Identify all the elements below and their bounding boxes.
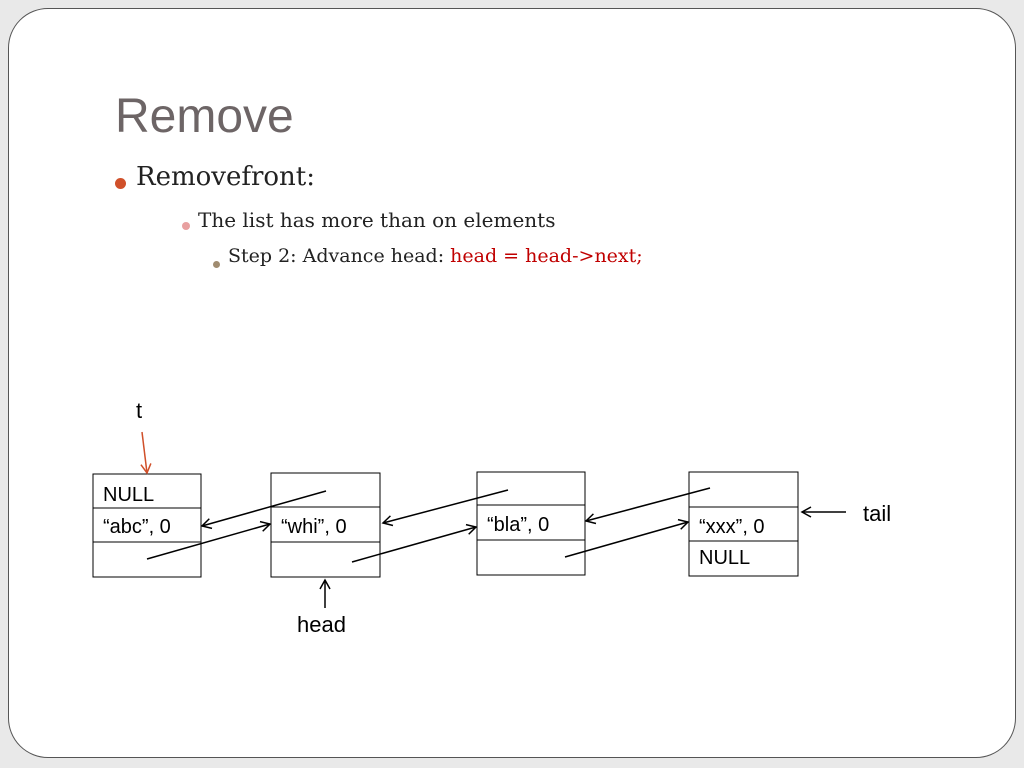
bullet-dot-level2: [182, 222, 190, 230]
list-node-3: “bla”, 0: [476, 471, 586, 576]
slide-title: Remove: [115, 90, 294, 143]
prev-arrow-3-to-2: [381, 489, 509, 527]
step-text: Step 2: Advance head:: [228, 245, 451, 267]
pointer-tail-label: tail: [863, 501, 891, 526]
node-1-prev: NULL: [103, 484, 154, 506]
node-3-data: “bla”, 0: [487, 514, 549, 536]
bullet-level1: Removefront:: [136, 162, 316, 192]
node-4-data: “xxx”, 0: [699, 516, 765, 538]
pointer-t-arrow: [140, 431, 152, 475]
prev-arrow-4-to-3: [584, 487, 711, 525]
slide: Remove: [8, 8, 1016, 758]
code-snippet: head = head->next;: [450, 245, 643, 267]
prev-arrow-2-to-1: [200, 490, 327, 530]
node-4-next: NULL: [699, 547, 750, 569]
bullet-dot-level1: [115, 178, 126, 189]
pointer-t-label: t: [136, 398, 142, 423]
list-node-1: NULL “abc”, 0: [92, 473, 202, 578]
list-node-4: “xxx”, 0 NULL: [688, 471, 799, 577]
list-node-2: “whi”, 0: [270, 472, 381, 578]
bullet-dot-level3: [213, 261, 220, 268]
next-arrow-1-to-2: [146, 520, 272, 560]
next-arrow-2-to-3: [351, 523, 478, 563]
bullet-level3: Step 2: Advance head: head = head->next;: [228, 245, 643, 267]
next-arrow-3-to-4: [564, 518, 690, 558]
node-2-data: “whi”, 0: [281, 516, 347, 538]
pointer-head-label: head: [297, 612, 346, 637]
bullet-level2: The list has more than on elements: [198, 208, 556, 232]
node-1-data: “abc”, 0: [103, 516, 171, 538]
